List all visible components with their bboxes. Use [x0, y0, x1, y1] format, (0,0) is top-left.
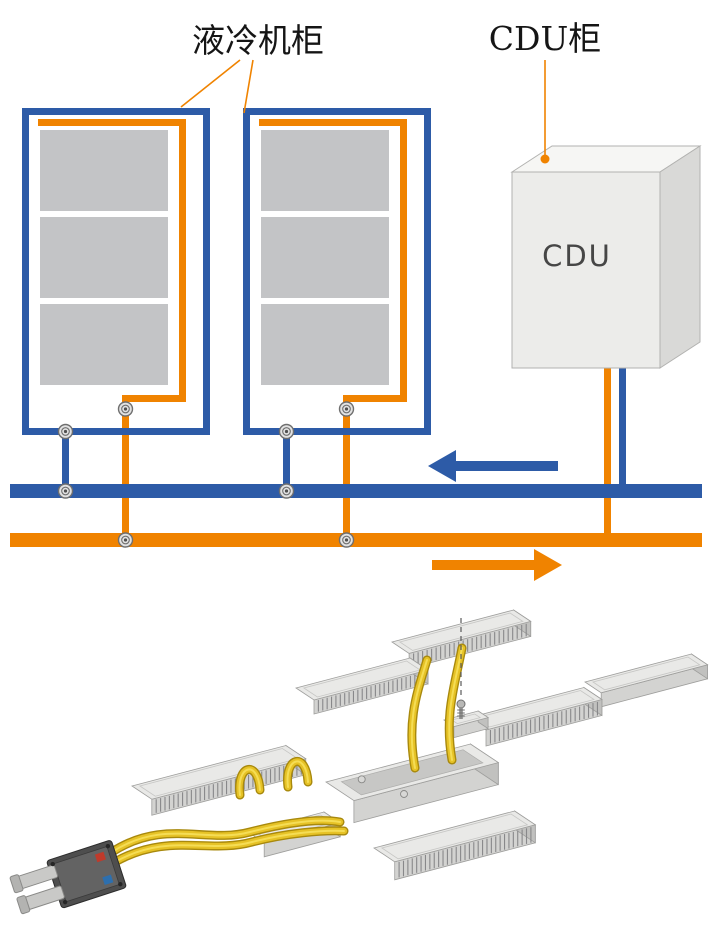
- spring-screw: [357, 775, 366, 784]
- pipe-segment: [424, 108, 431, 435]
- cdu-cabinet: CDU: [510, 145, 702, 369]
- pipe-segment: [38, 119, 186, 126]
- coupler-port: [24, 885, 65, 910]
- fastener-group: [456, 618, 466, 719]
- pipe-segment: [22, 108, 210, 115]
- liquid-cooled-cabinet-1: [22, 108, 210, 547]
- pipe-segment: [243, 108, 250, 435]
- cabinet-label-leader-left: [180, 59, 241, 108]
- server-shelf: [40, 217, 168, 298]
- pipe-segment: [243, 428, 431, 435]
- valve: [57, 423, 74, 440]
- cdu-box-label: CDU: [542, 239, 612, 273]
- valves-group: [57, 401, 355, 548]
- server-shelf: [261, 304, 389, 385]
- coupler-port: [17, 864, 59, 889]
- cabinet-label: 液冷机柜: [192, 21, 324, 60]
- cdu-side-face: [659, 145, 701, 369]
- coolant-hose: [410, 659, 428, 769]
- pipe-segment: [122, 395, 129, 547]
- module-top-inset: [450, 713, 482, 725]
- supply-main-pipe: [10, 484, 702, 498]
- coolant-hose: [238, 768, 261, 796]
- cdu-cabinet-label: CDU柜: [489, 19, 602, 58]
- module-top-inset: [380, 813, 529, 860]
- coolant-hose: [448, 647, 463, 761]
- valve: [338, 532, 355, 548]
- cdu-return-pipe: [604, 368, 611, 547]
- hot-port-marker: [94, 851, 106, 863]
- coolant-hoses-group: [107, 643, 467, 867]
- server-shelf: [261, 130, 389, 211]
- module-top-face: [584, 653, 709, 694]
- cdu-front-face: [511, 171, 661, 369]
- pipe-segment: [343, 395, 407, 402]
- cdu-supply-pipe: [619, 368, 626, 498]
- pipe-segment: [243, 108, 431, 115]
- server-module-bottom: [373, 810, 537, 881]
- quick-connector-group: [9, 840, 127, 915]
- cold-port-marker: [102, 874, 114, 886]
- cdu-leader-dot: [540, 154, 550, 164]
- spring-screw: [400, 790, 408, 798]
- server-module-right: [467, 686, 603, 747]
- liquid-cooled-cabinet-2: [243, 108, 431, 547]
- valve: [117, 532, 134, 548]
- server-shelf: [261, 217, 389, 298]
- coolant-hose: [114, 829, 345, 863]
- flow-arrow-left: [428, 450, 558, 482]
- cold-plate-illustration: [9, 609, 709, 915]
- server-module-left: [131, 744, 307, 816]
- cabinet-label-leader-right: [243, 59, 254, 114]
- module-top-face: [131, 745, 307, 800]
- connector-screw: [105, 843, 111, 849]
- pipe-segment: [62, 435, 69, 491]
- valve: [338, 401, 355, 417]
- pipe-segment: [22, 428, 210, 435]
- pipe-segment: [343, 395, 350, 547]
- screw-head: [456, 699, 466, 709]
- coolant-hose: [111, 819, 341, 853]
- server-shelf: [40, 304, 168, 385]
- coupler-cap: [9, 874, 24, 894]
- valve: [57, 483, 74, 499]
- quick-connector: [9, 840, 127, 915]
- pipe-segment: [22, 108, 29, 435]
- module-top-face: [373, 810, 537, 863]
- server-shelf: [40, 130, 168, 211]
- module-top-inset: [398, 612, 524, 651]
- coolant-hose: [286, 760, 309, 788]
- module-top-inset: [592, 656, 701, 691]
- return-main-pipe: [10, 533, 702, 547]
- coupler-cap: [16, 895, 31, 915]
- pipe-segment: [283, 435, 290, 491]
- valve: [278, 423, 295, 440]
- connector-screw: [62, 899, 68, 905]
- pipe-segment: [259, 119, 407, 126]
- cabinets-group: [22, 108, 431, 547]
- server-module-top-left: [295, 657, 429, 715]
- piping-schematic: CDU 液冷机柜 CDU柜: [10, 19, 702, 581]
- connector-screw: [50, 861, 55, 867]
- tray-cavity: [340, 749, 484, 796]
- server-module-far-right: [584, 653, 709, 708]
- flow-arrow-right: [432, 549, 562, 581]
- valve: [278, 483, 295, 499]
- valve: [117, 401, 134, 417]
- pipe-segment: [400, 119, 407, 402]
- hose-connector-block: [443, 710, 490, 739]
- pipe-segment: [122, 395, 186, 402]
- pipe-segment: [203, 108, 210, 435]
- connector-screw: [118, 881, 123, 887]
- pipe-segment: [179, 119, 186, 402]
